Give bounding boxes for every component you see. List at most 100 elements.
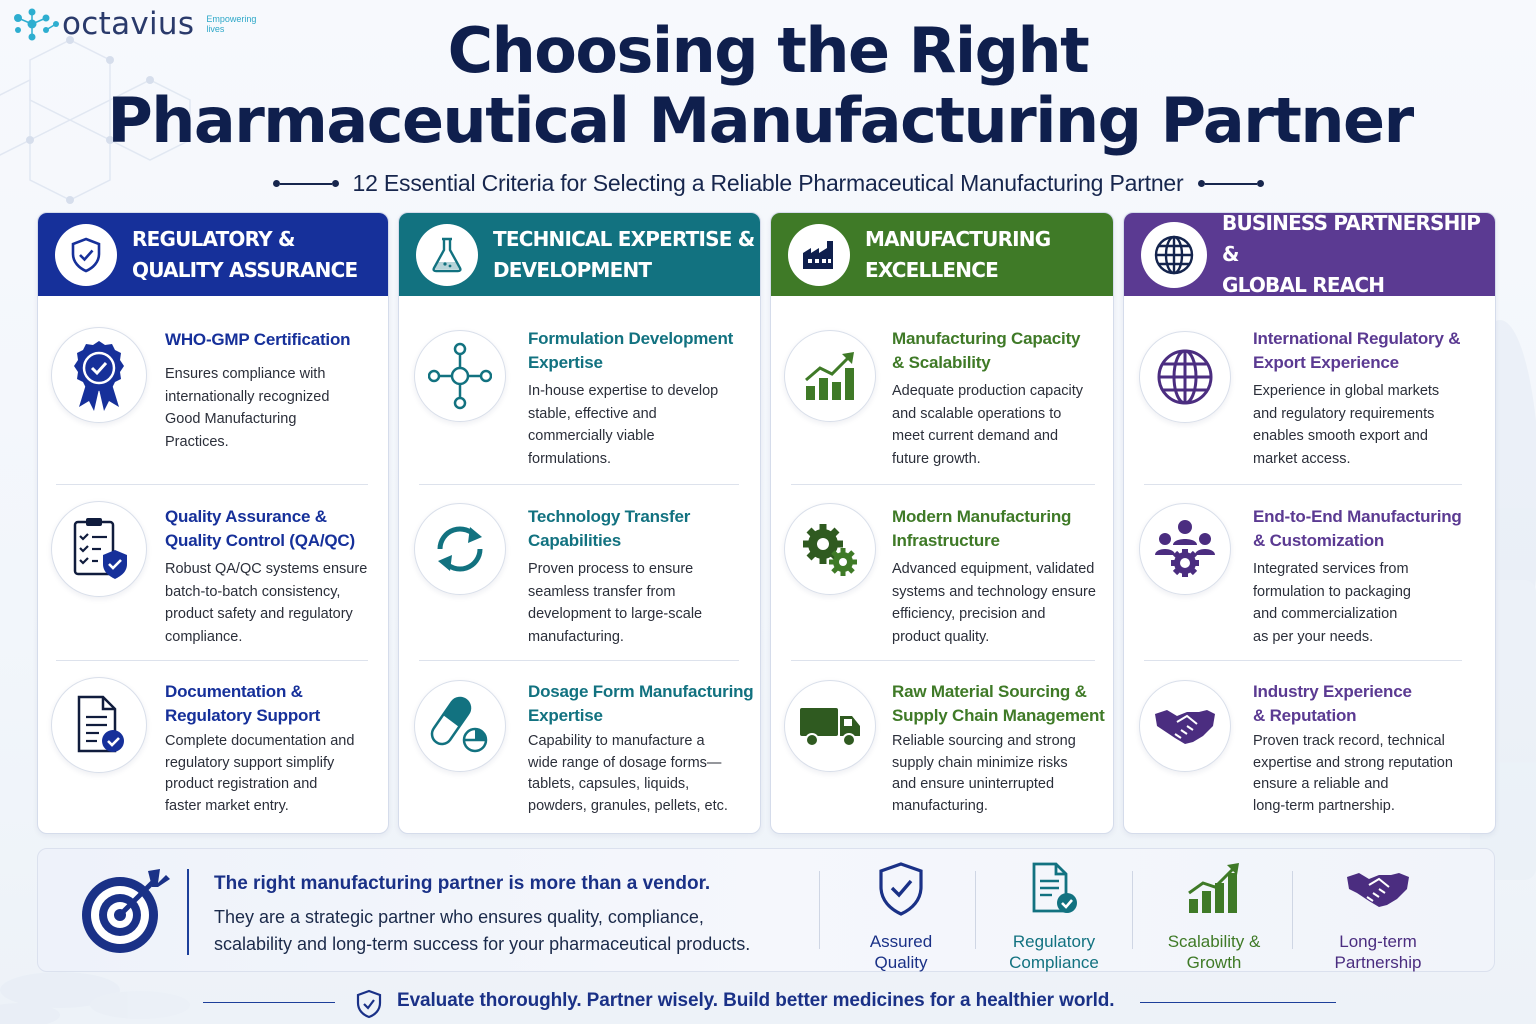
footer-rule-left	[203, 1002, 335, 1003]
item-desc-line: systems and technology ensure	[892, 583, 1096, 600]
feature-label-line: Regulatory	[1012, 932, 1096, 951]
item-title-line1: Formulation Development	[528, 329, 734, 348]
subtitle-right-rule	[1197, 180, 1264, 187]
subtitle: 12 Essential Criteria for Selecting a Re…	[352, 170, 1184, 196]
item-desc-line: Advanced equipment, validated	[892, 561, 1095, 577]
item-desc-line: tablets, capsules, liquids,	[528, 776, 690, 792]
item-desc-line: faster market entry.	[165, 797, 289, 814]
item-desc-line: and commercialization	[1253, 606, 1398, 622]
item-title-line2: Quality Control (QA/QC)	[165, 531, 355, 550]
feature-label-line: Scalability &	[1167, 932, 1261, 951]
item-title-line1: Manufacturing Capacity	[892, 329, 1081, 348]
growth-chart-icon	[784, 330, 876, 422]
feature-label-line: Partnership	[1334, 953, 1422, 972]
item-divider	[56, 484, 368, 485]
target-icon	[82, 869, 170, 953]
column-technical: TECHNICAL EXPERTISE &DEVELOPMENT Formula…	[398, 212, 761, 834]
item-desc-line: Proven process to ensure	[528, 561, 694, 577]
item-divider	[791, 484, 1095, 485]
summary-headline: The right manufacturing partner is more …	[214, 873, 711, 894]
item-desc-line: seamless transfer from	[528, 583, 676, 600]
column-title-line2: DEVELOPMENT	[493, 257, 652, 282]
growth-chart-icon	[1188, 863, 1239, 913]
feature-scalability-growth: Scalability &Growth	[1136, 861, 1292, 972]
molecule-icon	[414, 330, 506, 422]
document-check-icon	[1032, 862, 1077, 913]
item-title-line2: Export Experience	[1253, 353, 1399, 372]
column-header-regulatory: REGULATORY &QUALITY ASSURANCE	[38, 213, 388, 296]
item-title-line1: Industry Experience	[1253, 682, 1412, 701]
item-desc-line: batch-to-batch consistency,	[165, 583, 341, 600]
item-desc-line: product safety and regulatory	[165, 606, 353, 622]
criteria-item: WHO-GMP Certification Ensures compliance…	[38, 313, 388, 489]
item-desc-line: supply chain minimize risks	[892, 754, 1068, 771]
item-desc-line: long-term partnership.	[1253, 797, 1395, 814]
item-desc-line: Complete documentation and	[165, 733, 355, 749]
summary-text-line: They are a strategic partner who ensures…	[214, 907, 704, 927]
item-desc-line: and ensure uninterrupted	[892, 776, 1055, 792]
column-title-line2: GLOBAL REACH	[1222, 273, 1385, 297]
column-regulatory: REGULATORY &QUALITY ASSURANCE WHO-GMP Ce…	[37, 212, 389, 834]
brand-logo: octavius Empowering lives	[10, 4, 276, 44]
page-title-line2: Pharmaceutical Manufacturing Partner	[107, 84, 1414, 157]
globe-icon	[1139, 331, 1231, 423]
item-title-line2: & Reputation	[1253, 706, 1357, 725]
item-desc-line: Adequate production capacity	[892, 383, 1084, 399]
item-title-line2: Capabilities	[528, 531, 622, 550]
item-title-line1: Raw Material Sourcing &	[892, 682, 1087, 701]
criteria-item: Documentation &Regulatory Support Comple…	[38, 668, 388, 833]
item-divider	[1144, 660, 1462, 661]
globe-icon	[1141, 221, 1207, 288]
item-title-line1: International Regulatory &	[1253, 329, 1461, 348]
item-desc-line: enables smooth export and	[1253, 428, 1428, 444]
item-title-line1: Modern Manufacturing	[892, 507, 1072, 526]
item-desc-line: regulatory support simplify	[165, 754, 335, 771]
page-title-line1: Choosing the Right	[447, 14, 1090, 87]
criteria-item: End-to-End Manufacturing& Customization …	[1124, 491, 1495, 667]
column-header-technical: TECHNICAL EXPERTISE &DEVELOPMENT	[399, 213, 760, 296]
footer-rule-right	[1140, 1002, 1336, 1003]
item-desc-line: stable, effective and	[528, 405, 657, 422]
summary-band: The right manufacturing partner is more …	[37, 848, 1495, 972]
item-desc-line: commercially viable	[528, 428, 655, 444]
item-title-line2: Expertise	[528, 706, 603, 725]
item-desc-line: efficiency, precision and	[892, 606, 1046, 622]
feature-label-line: Quality	[874, 953, 928, 972]
item-desc-line: expertise and strong reputation	[1253, 754, 1453, 771]
item-title-line1: Quality Assurance &	[165, 507, 327, 526]
factory-icon	[788, 223, 850, 286]
item-title-line2: Expertise	[528, 353, 603, 372]
item-desc-line: future growth.	[892, 450, 981, 467]
item-desc-line: Practices.	[165, 433, 229, 450]
footer: Evaluate thoroughly. Partner wisely. Bui…	[0, 988, 1536, 1019]
item-desc-line: ensure a reliable and	[1253, 776, 1389, 792]
criteria-item: Quality Assurance & Quality Control (QA/Q…	[38, 491, 388, 667]
column-header-business: BUSINESS PARTNERSHIP & GLOBAL REACH	[1124, 212, 1495, 297]
refresh-arrows-icon	[414, 503, 506, 595]
criteria-item: International Regulatory & Export Experie…	[1124, 313, 1495, 489]
item-desc-line: Robust QA/QC systems ensure	[165, 561, 368, 577]
item-desc-line: product quality.	[892, 628, 990, 645]
flask-icon	[416, 223, 478, 286]
item-title-line1: End-to-End Manufacturing	[1253, 507, 1462, 526]
item-desc-line: internationally recognized	[165, 388, 330, 405]
item-desc-line: Reliable sourcing and strong	[892, 733, 1076, 749]
item-desc-line: Integrated services from	[1253, 561, 1409, 577]
item-desc-line: manufacturing.	[892, 797, 988, 814]
capsule-tablet-icon	[414, 680, 506, 772]
item-desc-line: product registration and	[165, 776, 318, 792]
item-title-line2: Regulatory Support	[165, 706, 321, 725]
feature-separator	[975, 871, 976, 949]
feature-separator	[1292, 871, 1293, 949]
footer-tagline: Evaluate thoroughly. Partner wisely. Bui…	[397, 990, 1115, 1011]
column-title-line1: BUSINESS PARTNERSHIP &	[1222, 212, 1481, 266]
gears-icon	[784, 503, 876, 595]
document-check-icon	[51, 677, 147, 773]
item-title-line2: Infrastructure	[892, 531, 1000, 550]
item-divider	[419, 484, 739, 485]
